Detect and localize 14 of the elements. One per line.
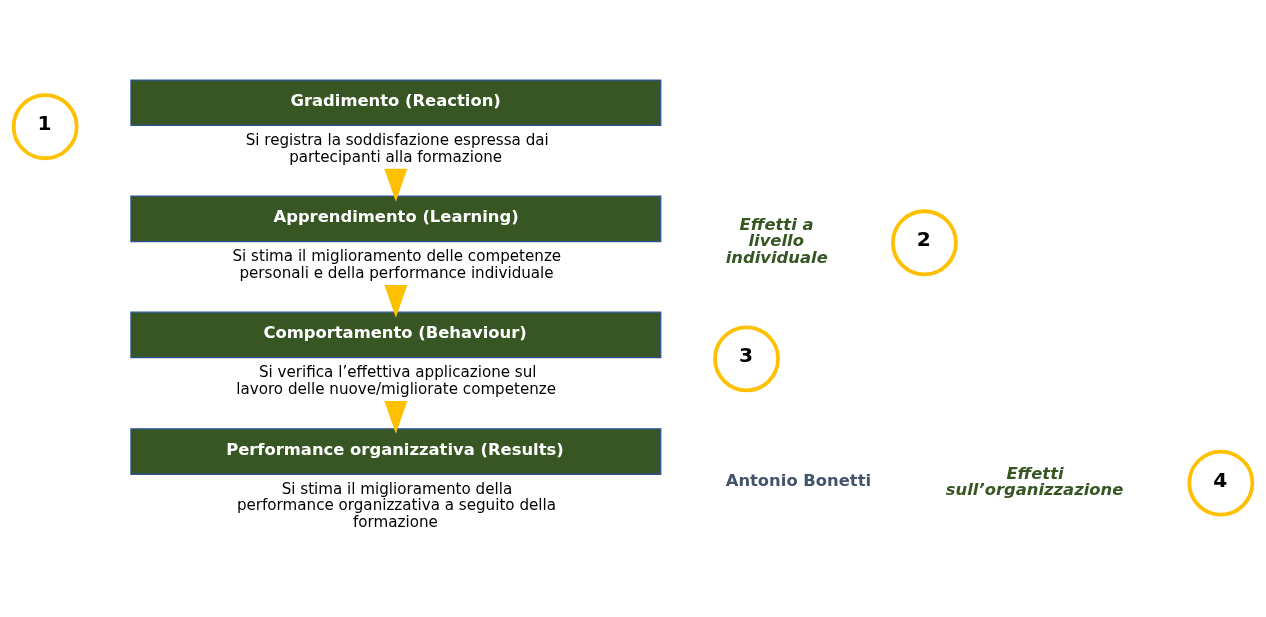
node-label: Si verifica l’effettiva applicazione sul lavoro delle nuove/migliorate competenze [236,362,557,398]
node-label: Si stima il miglioramento delle competenze personali e della performance individuale [232,246,562,282]
node-circle: 3 [713,324,780,392]
arrow [384,400,408,434]
label: Antonio Bonetti [725,470,872,490]
label: Effetti sull’organizzazione [945,463,1124,499]
node-label: Si registra la soddisfazione espressa dai partecipanti alla formazione [245,130,549,166]
node-circle: 4 [1187,449,1255,516]
arrow [384,168,408,202]
node-label: Si stima il miglioramento della performance organizzativa a seguito della formazione [236,479,556,531]
node-circle: 1 [11,92,79,160]
node-circle: 2 [890,208,958,276]
arrow [384,284,408,318]
label: Effetti a livello individuale [725,214,828,267]
